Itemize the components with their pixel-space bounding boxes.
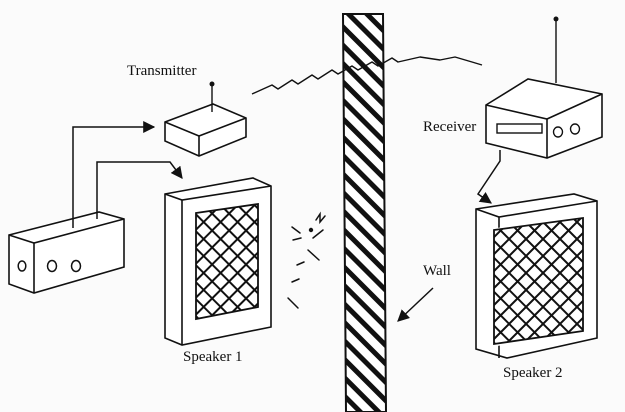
radio-signal-icon: [251, 56, 483, 95]
amplifier-box: [8, 211, 125, 294]
speaker-1-grille: [195, 202, 259, 321]
wall-pointer-arrow: [397, 287, 434, 322]
wire-amp-to-speaker-1: [96, 161, 183, 219]
sound-waves-icon: [287, 211, 326, 309]
speaker-1: [164, 177, 272, 346]
wall: [341, 13, 388, 412]
receiver-display: [496, 123, 543, 134]
transmitter-label: Transmitter: [127, 63, 197, 79]
speaker-1-label: Speaker 1: [183, 349, 243, 365]
speaker-2-label: Speaker 2: [503, 365, 563, 381]
transmitter-box: [164, 81, 247, 157]
wall-label: Wall: [423, 263, 451, 279]
amplifier-knobs-icon: [17, 259, 82, 273]
wire-amp-to-transmitter: [72, 121, 156, 228]
receiver-label: Receiver: [423, 119, 477, 135]
speaker-2: [475, 193, 598, 359]
wire-receiver-to-speaker-2: [476, 150, 501, 204]
receiver-box: [485, 16, 603, 159]
